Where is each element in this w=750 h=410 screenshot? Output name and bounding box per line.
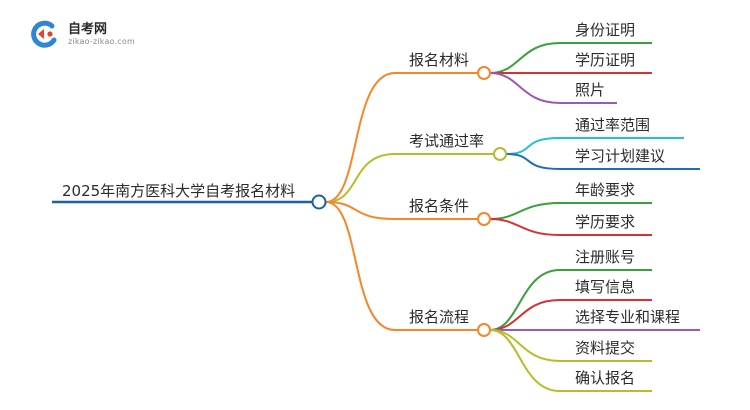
branch-label-3[interactable]: 报名条件 [409,197,470,215]
branch-node-circle-3 [477,212,491,226]
leaf-label-4-4[interactable]: 资料提交 [575,339,636,357]
leaf-label-2-1[interactable]: 通过率范围 [575,116,651,134]
branch-connector-4 [325,201,396,331]
leaf-connector-2-1 [505,137,561,155]
logo-subtitle: zikao-zikao.com [68,37,135,46]
leaf-label-1-1[interactable]: 身份证明 [575,21,636,39]
leaf-label-3-1[interactable]: 年龄要求 [575,181,636,199]
leaf-label-4-5[interactable]: 确认报名 [575,369,636,387]
logo-title: 自考网 [68,22,108,37]
root-node-label[interactable]: 2025年南方医科大学自考报名材料 [62,182,296,200]
leaf-connector-2-2 [505,153,561,170]
leaf-label-3-2[interactable]: 学历要求 [575,213,636,231]
branch-node-circle-1 [477,66,491,80]
leaf-connector-3-1 [489,202,561,220]
site-logo[interactable]: 自考网 zikao-zikao.com [30,16,140,52]
leaf-connector-1-1 [489,42,561,74]
leaf-label-4-2[interactable]: 填写信息 [575,278,636,296]
leaf-label-4-1[interactable]: 注册账号 [575,248,636,266]
leaf-connector-4-5 [489,329,561,392]
leaf-label-1-3[interactable]: 照片 [575,81,606,99]
leaf-connector-4-4 [489,329,561,362]
leaf-label-4-3[interactable]: 选择专业和课程 [575,308,681,326]
branch-connector-2 [325,153,396,203]
leaf-connector-3-2 [489,218,561,236]
branch-label-2[interactable]: 考试通过率 [409,132,485,150]
branch-label-4[interactable]: 报名流程 [409,308,470,326]
branch-connector-1 [325,72,396,203]
leaf-connector-1-3 [489,72,561,104]
leaf-label-1-2[interactable]: 学历证明 [575,51,636,69]
leaf-label-2-2[interactable]: 学习计划建议 [575,147,666,165]
zikao-logo-icon [31,20,57,48]
root-node-circle [311,194,327,210]
leaf-connector-4-2 [489,299,561,331]
leaf-connector-4-1 [489,269,561,331]
branch-node-circle-2 [493,147,507,161]
branch-connector-3 [325,201,396,220]
branch-node-circle-4 [477,323,491,337]
branch-label-1[interactable]: 报名材料 [409,51,470,69]
